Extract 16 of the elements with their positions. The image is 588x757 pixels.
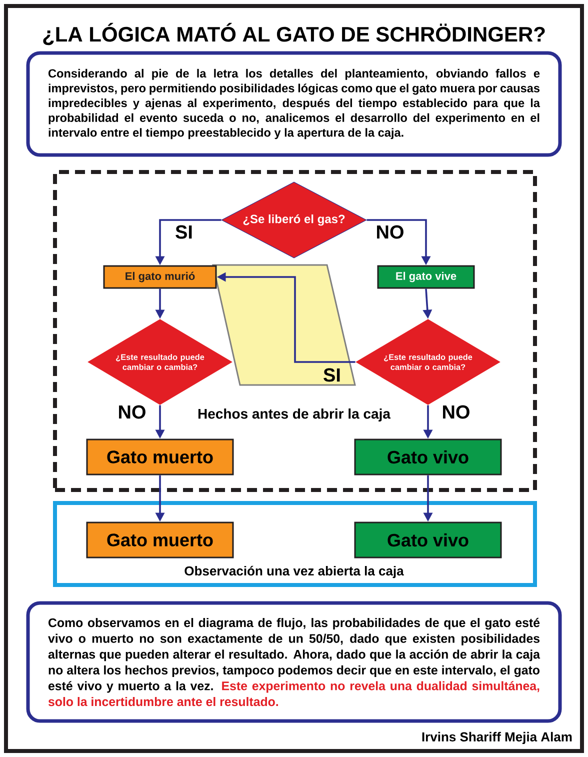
edge-label: NO <box>116 404 148 420</box>
result-box: El gato vive <box>377 265 475 289</box>
edge-label: NO <box>440 404 472 420</box>
text-panel: Como observamos en el diagrama de flujo, las probabilidades de que el gato esté vivo o muerto no son exactamente de un 50/50, dado que existen posibilidades alternas que pueden alterar el resultado. Ahora, dado que la acción de abrir la caja no altera los hechos previos, tampoco podemos decir que en este intervalo, el gato esté vivo y muerto a la vez. Este experimento no revela una dualidad simultánea, solo la incertidumbre ante el resultado. <box>26 601 562 723</box>
frame-heading: Hechos antes de abrir la caja <box>198 408 391 422</box>
outcome-box: Gato muerto <box>86 438 234 476</box>
edge-label: NO <box>374 224 406 240</box>
title: ¿LA LÓGICA MATÓ AL GATO DE SCHRÖDINGER? <box>43 22 545 46</box>
text-panel: Considerando al pie de la letra los detalles del planteamiento, obviando fallos e imprevistos, pero permitiendo posibilidades lógicas como que el gato muera por causas impredecibles y ajenas al experimento, después del tiempo establecido para que la probabilidad el evento suceda o no, analicemos el desarrollo del experimento en el intervalo entre el tiempo preestablecido y la apertura de la caja. <box>26 51 562 157</box>
frame-heading: Observación una vez abierta la caja <box>184 566 404 578</box>
outcome-box: Gato vivo <box>354 438 502 476</box>
edge-label: SI <box>174 224 194 240</box>
result-box: El gato murió <box>103 265 217 289</box>
edge-label: SI <box>322 367 342 383</box>
outcome-box: Gato muerto <box>86 522 234 558</box>
outcome-box: Gato vivo <box>354 522 502 558</box>
